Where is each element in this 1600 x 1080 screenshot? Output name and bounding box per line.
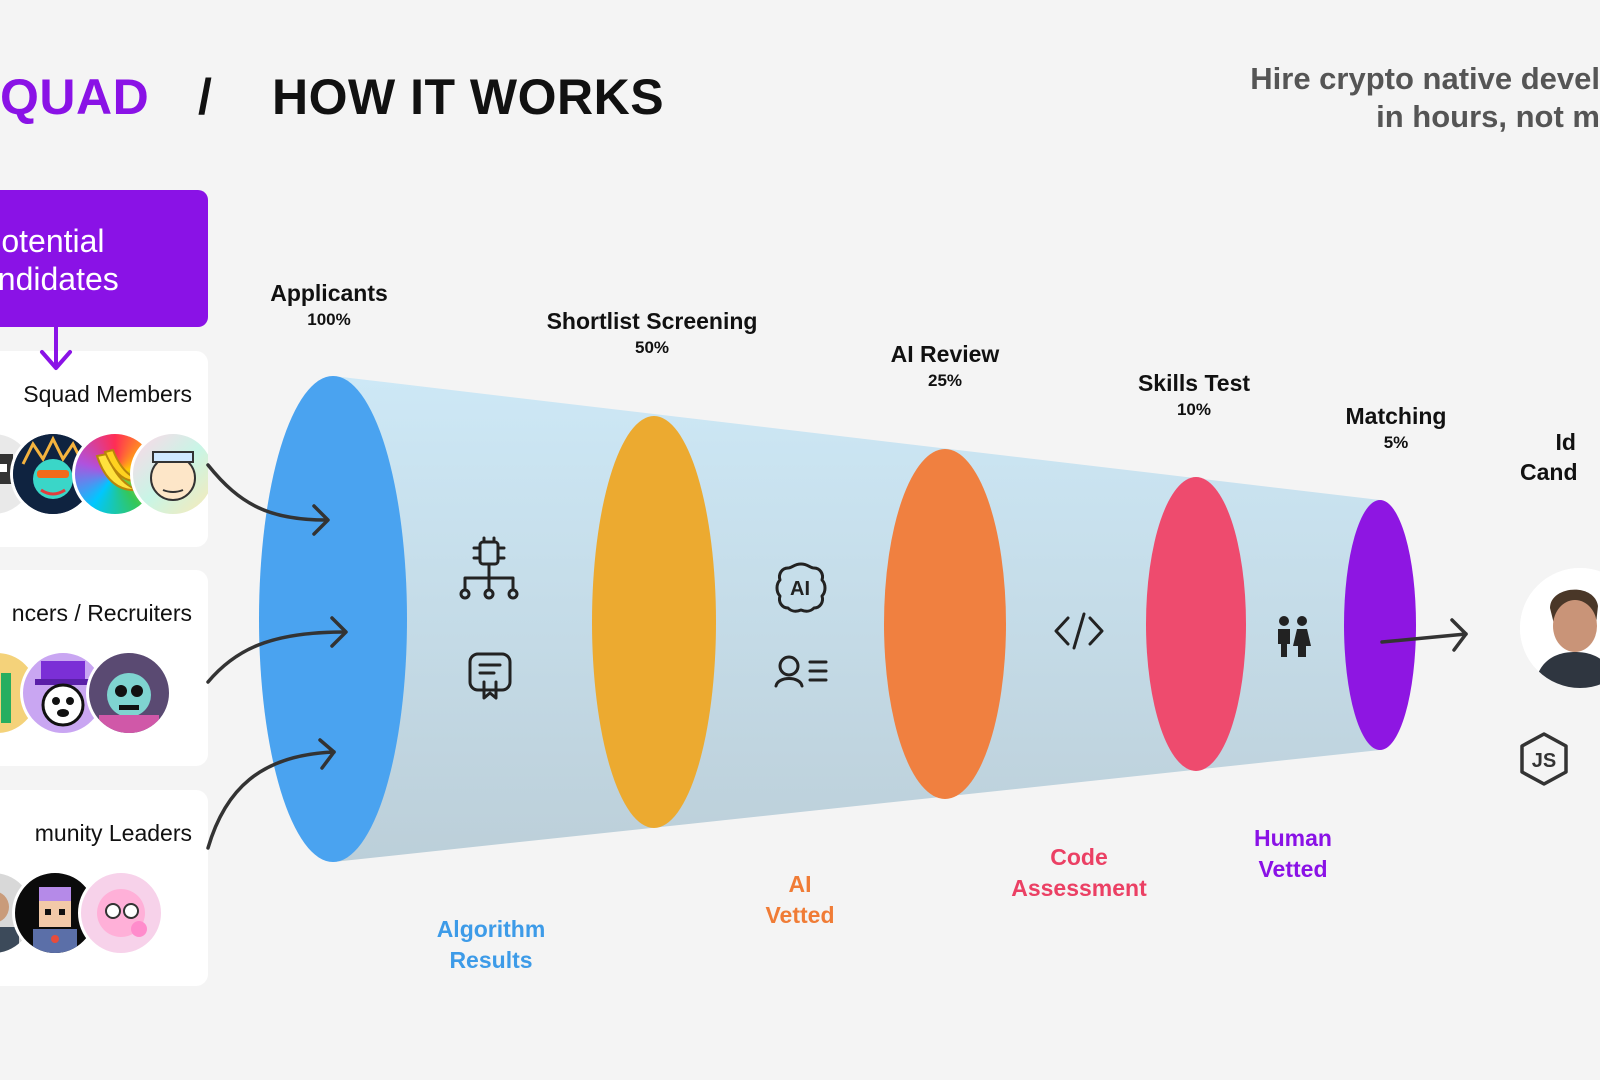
- certificate-icon: [468, 652, 512, 700]
- code-icon: [1054, 612, 1104, 650]
- stage-percent: 25%: [927, 371, 963, 390]
- tagline: Hire crypto native devel in hours, not m: [1212, 60, 1600, 136]
- inflow-arrow-icon: [206, 616, 348, 684]
- method-line-1: Human: [1254, 825, 1332, 851]
- stage-disk-ai-review: [884, 449, 1006, 799]
- method-line-2: Assessment: [1011, 875, 1147, 901]
- ideal-line-1: Id: [1555, 429, 1576, 455]
- stage-name: Shortlist Screening: [546, 308, 758, 334]
- stage-disk-shortlist-screening: [592, 416, 716, 828]
- page-title: HOW IT WORKS: [272, 69, 665, 125]
- method-line-1: Algorithm: [436, 916, 546, 942]
- stage-percent: 10%: [1176, 400, 1212, 419]
- ideal-candidate-label: Id Cand: [1520, 427, 1578, 487]
- people-icon: [1278, 616, 1311, 657]
- output-arrow-icon: [1380, 618, 1468, 652]
- stage-name: Applicants: [270, 280, 388, 306]
- inflow-arrow-icon: [206, 738, 336, 850]
- method-label-ai-vetted: AI Vetted: [765, 869, 834, 931]
- method-label-algorithm-results: Algorithm Results: [437, 914, 546, 976]
- potential-candidates-line-1: Potential: [0, 223, 105, 259]
- avatar: [86, 650, 172, 736]
- source-card-squad-members: Squad Members: [0, 351, 208, 547]
- ai-brain-icon-text: AI: [790, 578, 810, 600]
- tagline-line-1: Hire crypto native devel: [1250, 61, 1600, 96]
- stage-name: Skills Test: [1137, 370, 1251, 396]
- avatar: [78, 870, 164, 956]
- nodejs-icon: JS: [1520, 732, 1568, 786]
- source-label: munity Leaders: [34, 820, 192, 846]
- stage-percent: 100%: [307, 310, 351, 329]
- stage-disk-matching: [1344, 500, 1416, 750]
- stage-label-shortlist-screening: Shortlist Screening 50%: [547, 307, 758, 361]
- potential-candidates-line-2: andidates: [0, 261, 119, 297]
- brand-logo-text: QUAD: [0, 69, 150, 125]
- method-line-1: Code: [1050, 844, 1108, 870]
- avatar: [20, 650, 106, 736]
- source-label: Squad Members: [23, 381, 192, 407]
- source-card-community-leaders: munity Leaders: [0, 790, 208, 986]
- method-line-2: Results: [449, 947, 533, 973]
- arrow-down-icon: [40, 327, 72, 370]
- avatar: [130, 431, 208, 517]
- profile-list-icon: [774, 655, 828, 688]
- stage-disk-skills-test: [1146, 477, 1246, 771]
- potential-candidates-box: Potential andidates: [0, 190, 208, 327]
- method-label-human-vetted: Human Vetted: [1254, 823, 1332, 885]
- title-separator: /: [198, 69, 212, 125]
- ideal-line-2: Cand: [1520, 459, 1578, 485]
- ai-brain-icon: [775, 562, 827, 613]
- funnel-body: [333, 376, 1380, 862]
- tagline-line-2: in hours, not m: [1376, 99, 1600, 134]
- inflow-arrow-icon: [206, 463, 330, 536]
- stage-name: Matching: [1345, 403, 1447, 429]
- source-card-recruiters: ncers / Recruiters: [0, 570, 208, 766]
- method-line-1: AI: [788, 871, 812, 897]
- stage-percent: 5%: [1383, 433, 1409, 452]
- chip-network-icon: [459, 536, 519, 600]
- stage-percent: 50%: [634, 338, 670, 357]
- svg-text:JS: JS: [1532, 750, 1556, 772]
- method-line-2: Vetted: [1258, 856, 1328, 882]
- method-label-code-assessment: Code Assessment: [1011, 842, 1147, 904]
- stage-label-skills-test: Skills Test 10%: [1138, 369, 1250, 423]
- stage-name: AI Review: [890, 341, 1000, 367]
- method-line-2: Vetted: [765, 902, 835, 928]
- stage-label-matching: Matching 5%: [1346, 402, 1447, 456]
- stage-label-applicants: Applicants 100%: [270, 279, 388, 333]
- stage-label-ai-review: AI Review 25%: [891, 340, 1000, 394]
- source-label: ncers / Recruiters: [11, 600, 192, 626]
